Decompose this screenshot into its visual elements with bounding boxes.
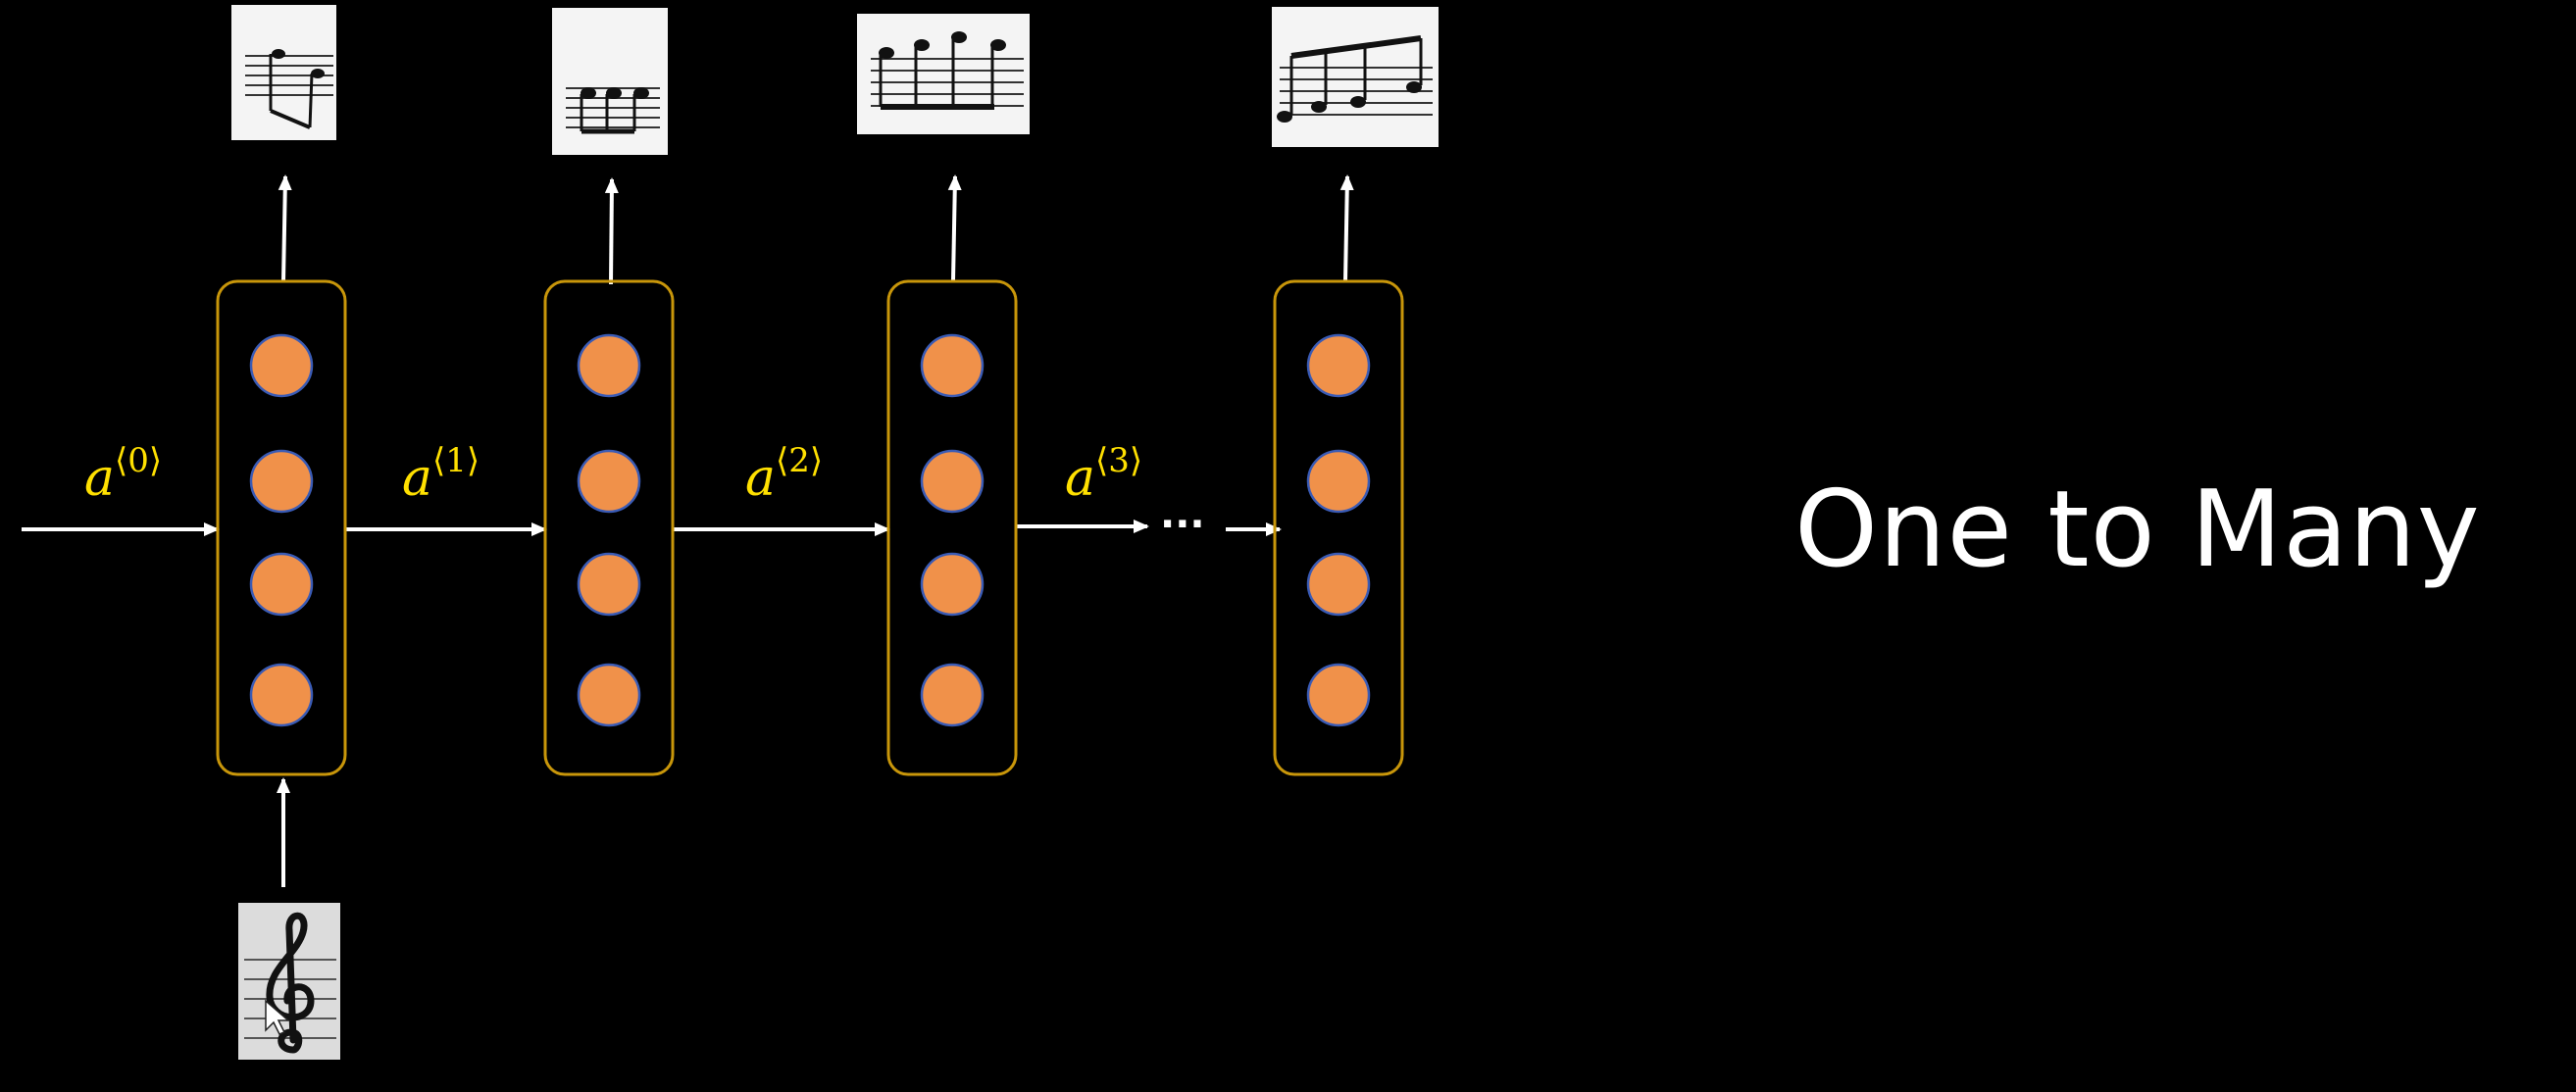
neuron <box>1306 333 1371 398</box>
cell-border <box>216 279 347 776</box>
neuron <box>577 333 641 398</box>
label-a2: a⟨2⟩ <box>745 441 823 508</box>
neuron <box>577 552 641 617</box>
neuron <box>249 663 314 727</box>
cell-border <box>886 279 1018 776</box>
label-a0: a⟨0⟩ <box>84 441 162 508</box>
cell-border <box>1273 279 1404 776</box>
neuron <box>577 449 641 514</box>
mouse-cursor-icon <box>265 999 291 1035</box>
rnn-cells <box>216 279 1404 776</box>
neuron <box>249 552 314 617</box>
label-a0-sup: ⟨0⟩ <box>115 441 162 480</box>
label-a3-sup: ⟨3⟩ <box>1095 441 1142 480</box>
label-a3: a⟨3⟩ <box>1065 441 1142 508</box>
output-music-2 <box>552 8 668 155</box>
slide-title: One to Many <box>1794 469 2481 591</box>
label-a2-sup: ⟨2⟩ <box>776 441 823 480</box>
neuron <box>920 552 985 617</box>
label-a0-base: a <box>84 449 115 508</box>
neuron <box>920 333 985 398</box>
cell-border <box>543 279 675 776</box>
neuron <box>920 449 985 514</box>
ellipsis: ··· <box>1160 502 1205 547</box>
neuron <box>577 663 641 727</box>
output-music-3 <box>857 14 1030 134</box>
output-arrows <box>278 174 1354 285</box>
treble-clef-icon <box>238 903 340 1060</box>
neuron <box>920 663 985 727</box>
label-a1: a⟨1⟩ <box>402 441 480 508</box>
hidden-state-labels: a⟨0⟩ a⟨1⟩ a⟨2⟩ a⟨3⟩ <box>84 441 1142 508</box>
output-music-1 <box>231 5 336 140</box>
label-a2-base: a <box>745 449 776 508</box>
output-arrow-3 <box>947 174 962 282</box>
label-a3-base: a <box>1065 449 1095 508</box>
output-arrow-1 <box>278 174 292 282</box>
neuron <box>249 449 314 514</box>
output-images <box>231 5 1439 155</box>
output-music-4 <box>1272 7 1439 147</box>
neuron <box>249 333 314 398</box>
output-arrow-4 <box>1339 174 1354 282</box>
label-a1-base: a <box>402 449 432 508</box>
rnn-cell-3 <box>886 279 1018 776</box>
hidden-state-arrows: ··· <box>22 502 1282 547</box>
neuron <box>1306 663 1371 727</box>
rnn-cell-2 <box>543 279 675 776</box>
neuron <box>1306 552 1371 617</box>
output-arrow-2 <box>604 177 619 285</box>
rnn-cell-4 <box>1273 279 1404 776</box>
rnn-cell-1 <box>216 279 347 776</box>
label-a1-sup: ⟨1⟩ <box>432 441 480 480</box>
neuron <box>1306 449 1371 514</box>
